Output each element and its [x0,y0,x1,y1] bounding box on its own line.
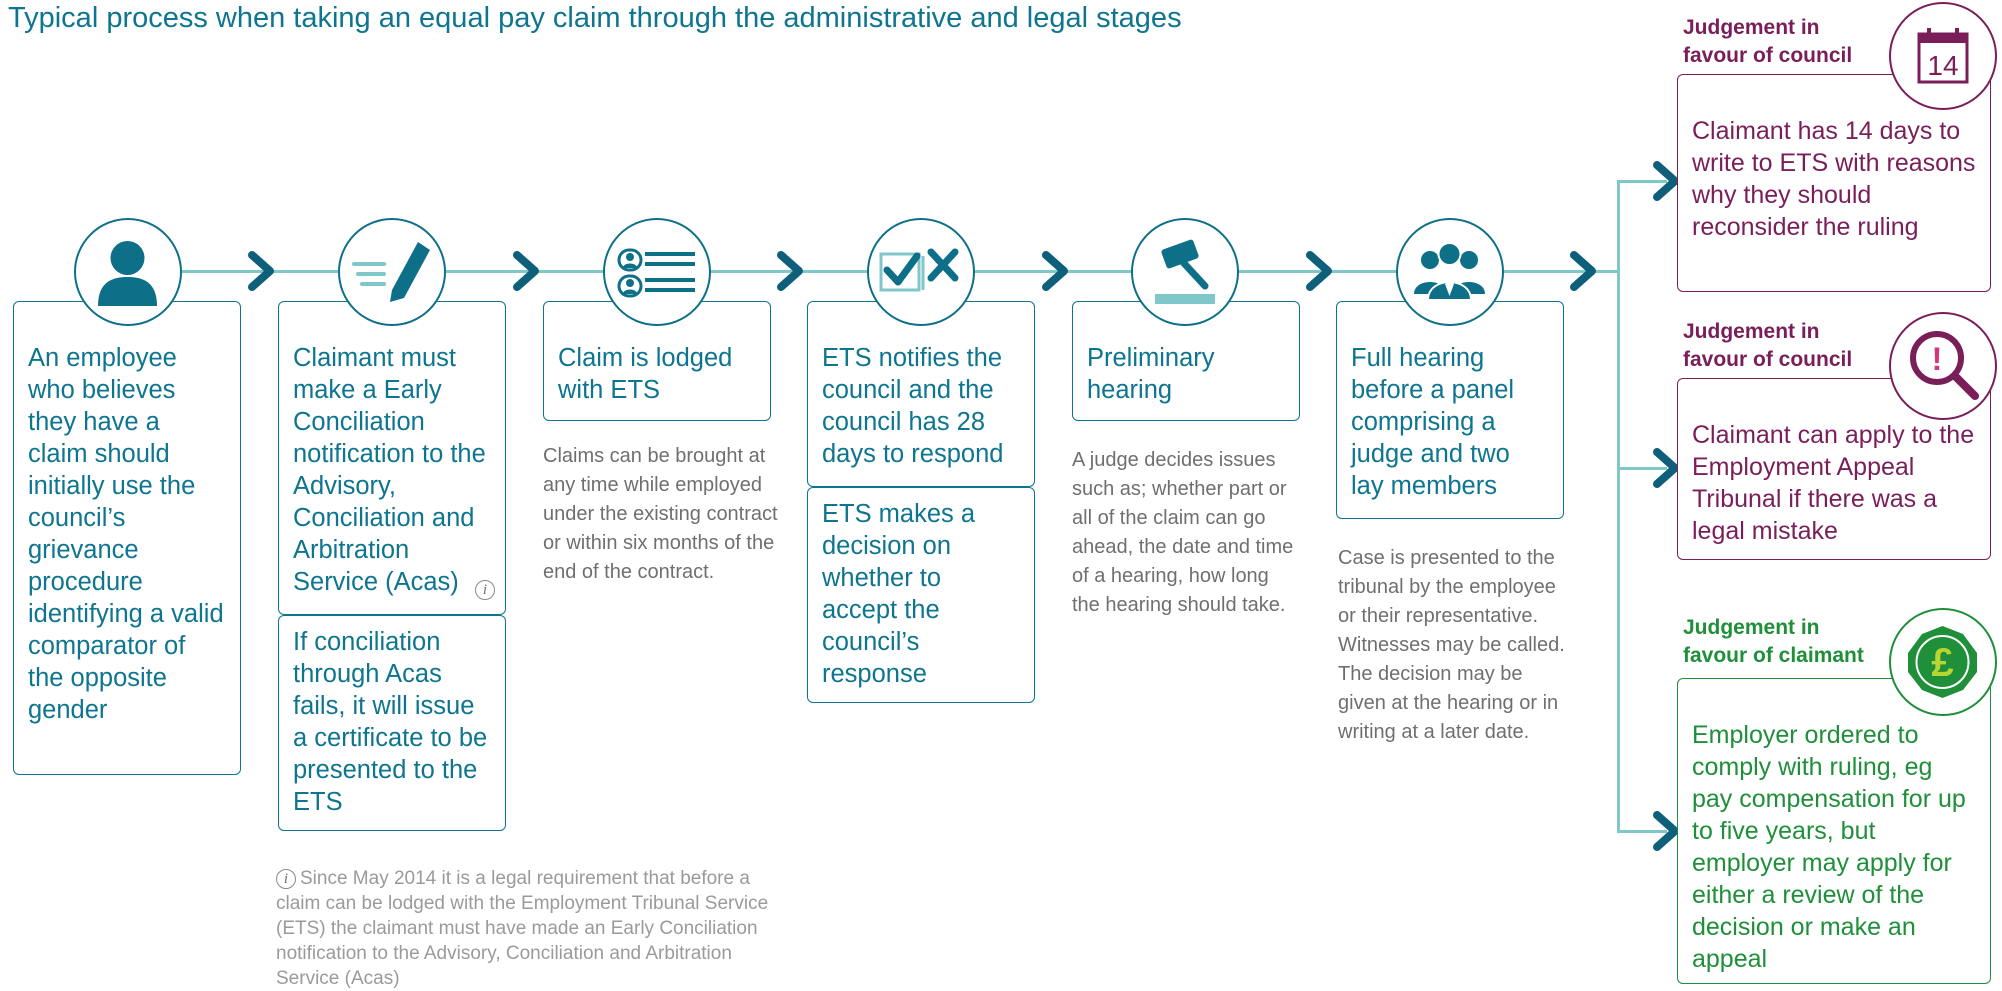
pen-icon [352,242,430,302]
step-1-text: An employee who believes they have a cla… [28,344,224,724]
outcome-1-text: Claimant has 14 days to write to ETS wit… [1692,117,1976,241]
outcome-2-label-line2: favour of council [1683,348,1853,371]
step-3-icon-circle [603,218,711,326]
step-3-text: Claim is lodged with ETS [558,344,733,404]
person-icon [98,241,157,306]
outcome-3-icon-circle: £ [1889,608,1997,716]
forms-icon [617,248,695,298]
branch-bottom [1617,830,1667,833]
page-title: Typical process when taking an equal pay… [8,2,1182,34]
chevron-right-icon [777,251,803,291]
step-3-note: Claims can be brought at any time while … [543,445,778,583]
outcome-3-label-line2: favour of claimant [1683,644,1864,667]
chevron-right-icon [248,251,274,291]
panel-icon [1414,242,1485,301]
step-6-text: Full hearing before a panel comprising a… [1351,344,1515,500]
step-5-text: Preliminary hearing [1087,344,1215,404]
pound-coin-icon: £ [1908,626,1977,698]
gavel-icon [1155,239,1215,304]
branch-middle [1617,467,1667,470]
check-cross-icon [879,248,959,292]
calendar-number: 14 [1927,50,1958,81]
outcome-2-label-line1: Judgement in [1683,320,1820,343]
step-4-icon-circle [867,218,975,326]
outcome-3-box: Employer ordered to comply with ruling, … [1677,678,1991,984]
magnifier-exclamation-icon: ! [1910,331,1979,400]
step-5-icon-circle [1131,218,1239,326]
branch-top [1617,180,1667,183]
step-6-icon-circle [1396,218,1504,326]
outcome-2-label: Judgement in favour of council [1683,318,1852,374]
step-1-icon-circle [74,218,182,326]
calendar-icon: 14 [1917,28,1969,84]
pound-sign: £ [1931,641,1953,685]
step-5-box: Preliminary hearing [1072,301,1300,421]
step-6-box: Full hearing before a panel comprising a… [1336,301,1564,519]
outcome-3-text: Employer ordered to comply with ruling, … [1692,721,1966,973]
outcome-1-label-line1: Judgement in [1683,16,1820,39]
chevron-right-icon [1653,161,1679,201]
branch-line [1617,180,1620,830]
step-6-note: Case is presented to the tribunal by the… [1338,547,1565,743]
chevron-right-icon [1042,251,1068,291]
step-4-text-2: ETS makes a decision on whether to accep… [822,500,976,688]
exclamation-mark: ! [1932,341,1943,377]
outcome-2-icon-circle: ! [1889,312,1997,420]
outcome-2-text: Claimant can apply to the Employment App… [1692,421,1975,545]
chevron-right-icon [1653,811,1679,851]
chevron-right-icon [1653,448,1679,488]
step-2-box-2: If conciliation through Acas fails, it w… [278,615,506,831]
info-icon: i [276,869,296,889]
outcome-3-label-line1: Judgement in [1683,616,1820,639]
outcome-3-label: Judgement in favour of claimant [1683,614,1864,670]
chevron-right-icon [1306,251,1332,291]
step-5-note: A judge decides issues such as; whether … [1072,449,1294,616]
step-4-text: ETS notifies the council and the council… [822,344,1004,468]
outcome-1-label: Judgement in favour of council [1683,14,1852,70]
step-2-box: Claimant must make a Early Conciliation … [278,301,506,615]
footnote-text: Since May 2014 it is a legal requirement… [276,868,769,989]
outcome-1-box: Claimant has 14 days to write to ETS wit… [1677,74,1991,292]
step-4-box-2: ETS makes a decision on whether to accep… [807,487,1035,703]
chevron-right-icon [513,251,539,291]
step-2-text: Claimant must make a Early Conciliation … [293,344,486,596]
outcome-1-label-line2: favour of council [1683,44,1853,67]
info-icon: i [475,580,495,600]
outcome-1-icon-circle: 14 [1889,2,1997,110]
step-1-box: An employee who believes they have a cla… [13,301,241,775]
step-4-box: ETS notifies the council and the council… [807,301,1035,487]
step-2-icon-circle [338,218,446,326]
chevron-right-icon [1570,251,1596,291]
step-2-text-2: If conciliation through Acas fails, it w… [293,628,488,816]
